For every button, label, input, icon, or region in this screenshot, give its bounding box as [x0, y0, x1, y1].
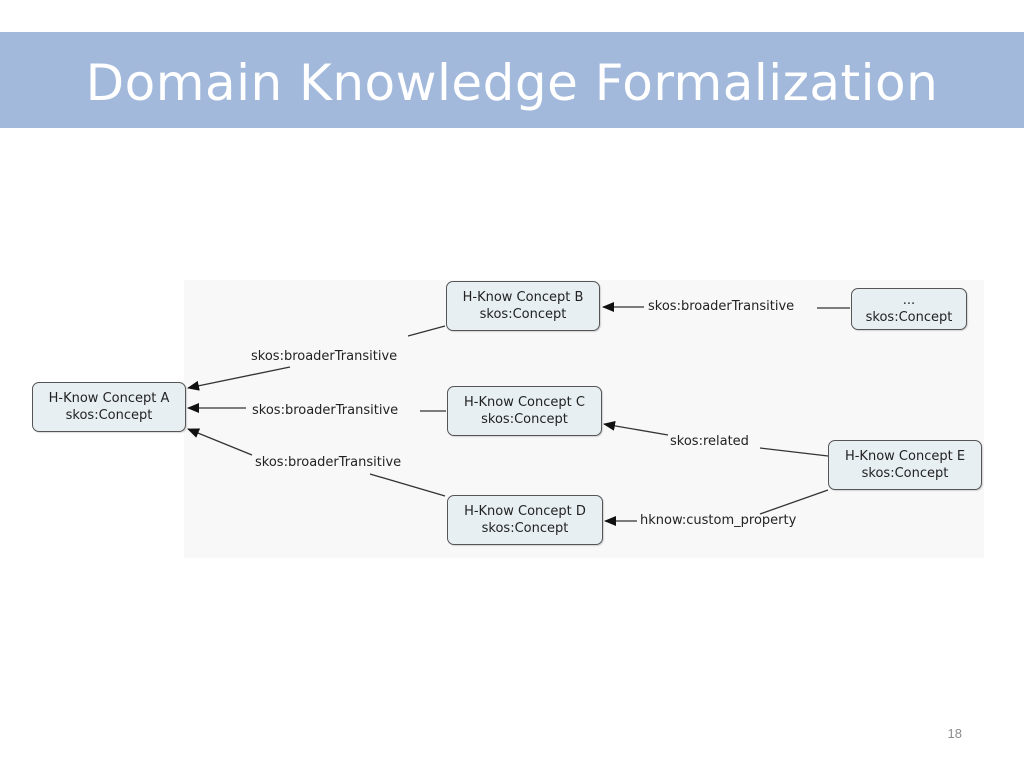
edge-d-to-a-upper: [187, 428, 253, 456]
node-concept-a-type: skos:Concept: [65, 408, 153, 423]
node-concept-etc: ... skos:Concept: [851, 288, 967, 330]
edge-e-to-c-left: [603, 420, 669, 436]
node-concept-c-name: H-Know Concept C: [464, 395, 585, 410]
node-concept-c-type: skos:Concept: [481, 412, 568, 427]
node-concept-d-type: skos:Concept: [481, 521, 569, 536]
edge-label-e-to-d: hknow:custom_property: [640, 513, 797, 528]
edge-e-to-d-upper: [759, 489, 829, 515]
node-concept-b: H-Know Concept B skos:Concept: [446, 281, 600, 331]
slide-title: Domain Knowledge Formalization: [85, 54, 939, 112]
edge-e-to-c-right: [759, 447, 829, 457]
edge-label-b-to-a: skos:broaderTransitive: [251, 349, 398, 364]
node-concept-e-type: skos:Concept: [861, 466, 949, 481]
edge-d-to-a-lower: [369, 473, 446, 497]
title-bar: Domain Knowledge Formalization: [0, 32, 1024, 128]
node-concept-e: H-Know Concept E skos:Concept: [828, 440, 982, 490]
node-concept-etc-type: skos:Concept: [865, 310, 953, 325]
node-concept-d-name: H-Know Concept D: [464, 504, 586, 519]
diagram-edges: [187, 302, 850, 526]
edge-label-e-to-c: skos:related: [670, 434, 749, 449]
node-concept-a: H-Know Concept A skos:Concept: [32, 382, 186, 432]
edge-b-to-a-upper: [407, 325, 446, 337]
page-number: 18: [947, 726, 962, 741]
concept-diagram: H-Know Concept A skos:Concept H-Know Con…: [0, 270, 1024, 560]
node-concept-etc-name: ...: [902, 293, 916, 308]
node-concept-b-type: skos:Concept: [479, 307, 567, 322]
edge-label-etc-to-b: skos:broaderTransitive: [648, 299, 795, 314]
node-concept-e-name: H-Know Concept E: [844, 449, 966, 464]
node-concept-c: H-Know Concept C skos:Concept: [447, 386, 602, 436]
node-concept-b-name: H-Know Concept B: [462, 290, 584, 305]
edge-label-c-to-a: skos:broaderTransitive: [252, 403, 399, 418]
edge-b-to-a-lower: [187, 366, 291, 391]
node-concept-d: H-Know Concept D skos:Concept: [447, 495, 603, 545]
node-concept-a-name: H-Know Concept A: [48, 391, 170, 406]
edge-label-d-to-a: skos:broaderTransitive: [255, 455, 402, 470]
